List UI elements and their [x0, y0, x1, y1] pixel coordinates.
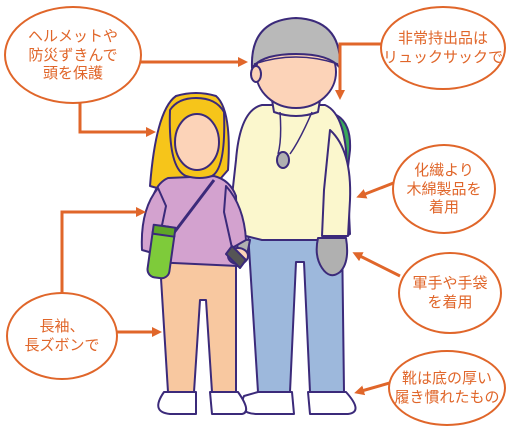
callout-gloves: 軍手や手袋 を着用 — [398, 252, 502, 334]
adult-shoe-right — [307, 391, 357, 415]
adult-jacket — [227, 104, 351, 241]
child-pants — [159, 261, 237, 393]
arrow-sleeves-to-shirt — [60, 207, 146, 300]
child-shoe-right — [209, 391, 248, 415]
callout-backpack: 非常持出品は リュックサックで — [380, 6, 506, 90]
adult-glove-right — [315, 237, 349, 277]
child-shoe-left — [157, 391, 197, 415]
whistle-icon — [276, 151, 290, 169]
arrow-helmet-to-hood — [78, 100, 156, 137]
callout-helmet: ヘルメットや 防災ずきんで 頭を保護 — [4, 6, 142, 104]
callout-cotton: 化繊より 木綿製品を 着用 — [392, 144, 496, 234]
arrow-cotton — [356, 180, 397, 199]
radio-icon — [225, 245, 247, 269]
adult-shoe-left — [240, 391, 295, 415]
child-face — [174, 113, 220, 171]
adult-figure — [213, 17, 357, 415]
callout-sleeves: 長袖、 長ズボンで — [6, 292, 118, 380]
child-figure — [140, 92, 249, 415]
callout-shoes: 靴は底の厚い 履き慣れたもの — [388, 350, 506, 426]
arrow-backpack — [335, 42, 388, 100]
arrow-gloves — [352, 252, 401, 278]
